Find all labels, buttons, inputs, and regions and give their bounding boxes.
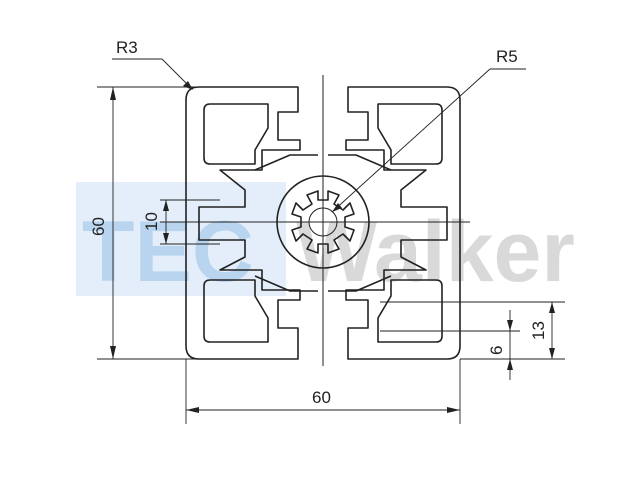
watermark-prefix: TEC [82,204,254,300]
chamber-bottom-left [203,279,269,343]
watermark-suffix: Walker [296,204,575,300]
watermark: TEC Walker [76,182,575,300]
height-label: 60 [89,217,108,236]
watermark-box [76,182,286,296]
inner-web-right [328,154,392,292]
r3-leader: R3 [112,38,193,90]
groove-depth-label: 6 [487,346,506,355]
groove-offset-label: 13 [529,321,548,340]
slot-label: 10 [142,212,161,231]
width-dimension: 60 [185,359,461,424]
groove-dimensions: 6 13 [380,301,565,380]
chamber-top-left [203,103,269,165]
inner-web-left [254,154,318,292]
slot-dimension: 10 [142,199,220,245]
height-dimension: 60 [89,86,196,360]
profile-outer-outline [185,86,301,360]
r5-leader: R5 [331,47,526,213]
chamber-top-right [377,103,443,165]
r3-label: R3 [116,38,138,57]
r5-label: R5 [496,47,518,66]
width-label: 60 [312,388,331,407]
chamber-bottom-right [377,279,443,343]
